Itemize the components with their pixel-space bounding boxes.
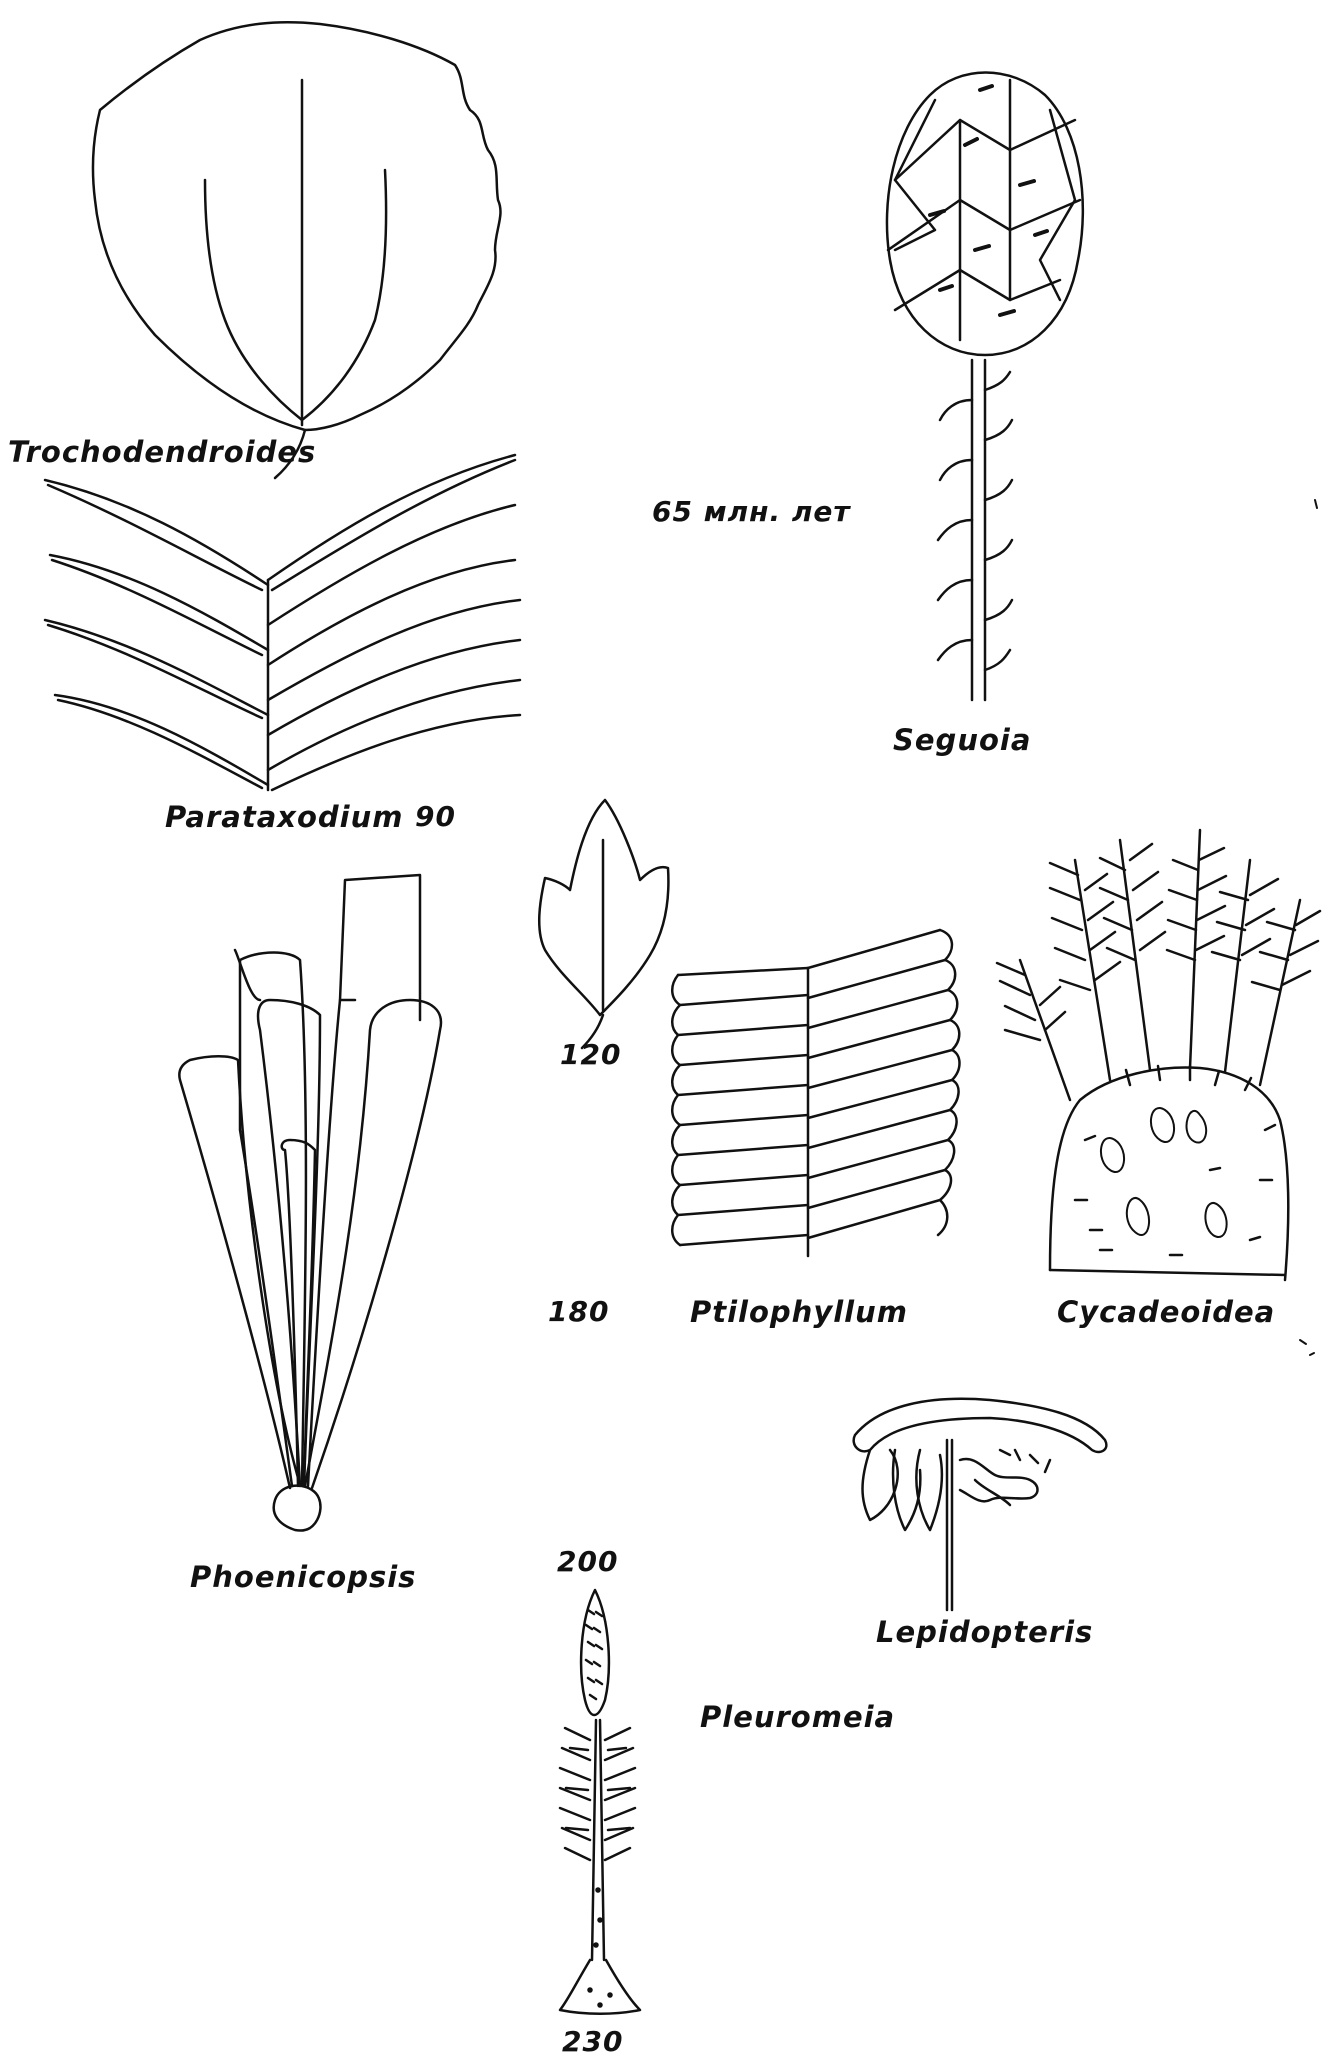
label-parataxodium: Parataxodium — [165, 800, 404, 834]
label-lepidopteris: Lepidopteris — [876, 1615, 1094, 1649]
specks — [1300, 500, 1317, 1355]
pleuromeia-plant — [560, 1590, 640, 2014]
age-label-90: 90 — [415, 800, 456, 833]
label-ptilophyllum: Ptilophyllum — [690, 1295, 908, 1329]
label-pleuromeia: Pleuromeia — [700, 1700, 896, 1734]
age-label-180: 180 — [548, 1295, 610, 1328]
label-trochodendroides: Trochodendroides — [8, 435, 317, 469]
phoenicopsis-shoot — [179, 875, 441, 1531]
label-cycadeoidea: Cycadeoidea — [1057, 1295, 1276, 1329]
leaf-120 — [539, 800, 668, 1048]
sequoia-cone-shoot — [887, 73, 1083, 701]
trochodendroides-leaf — [93, 22, 501, 478]
age-label-200: 200 — [557, 1545, 619, 1578]
age-label-120: 120 — [560, 1038, 622, 1071]
ptilophyllum-frond — [672, 930, 959, 1256]
label-sequoia: Seguoia — [893, 723, 1032, 757]
age-label-230: 230 — [562, 2025, 624, 2058]
cycadeoidea-plant — [997, 830, 1320, 1280]
lepidopteris-frond — [854, 1399, 1107, 1610]
age-label-65: 65 млн. лет — [652, 495, 851, 528]
label-phoenicopsis: Phoenicopsis — [190, 1560, 417, 1594]
parataxodium-shoot — [45, 455, 520, 790]
